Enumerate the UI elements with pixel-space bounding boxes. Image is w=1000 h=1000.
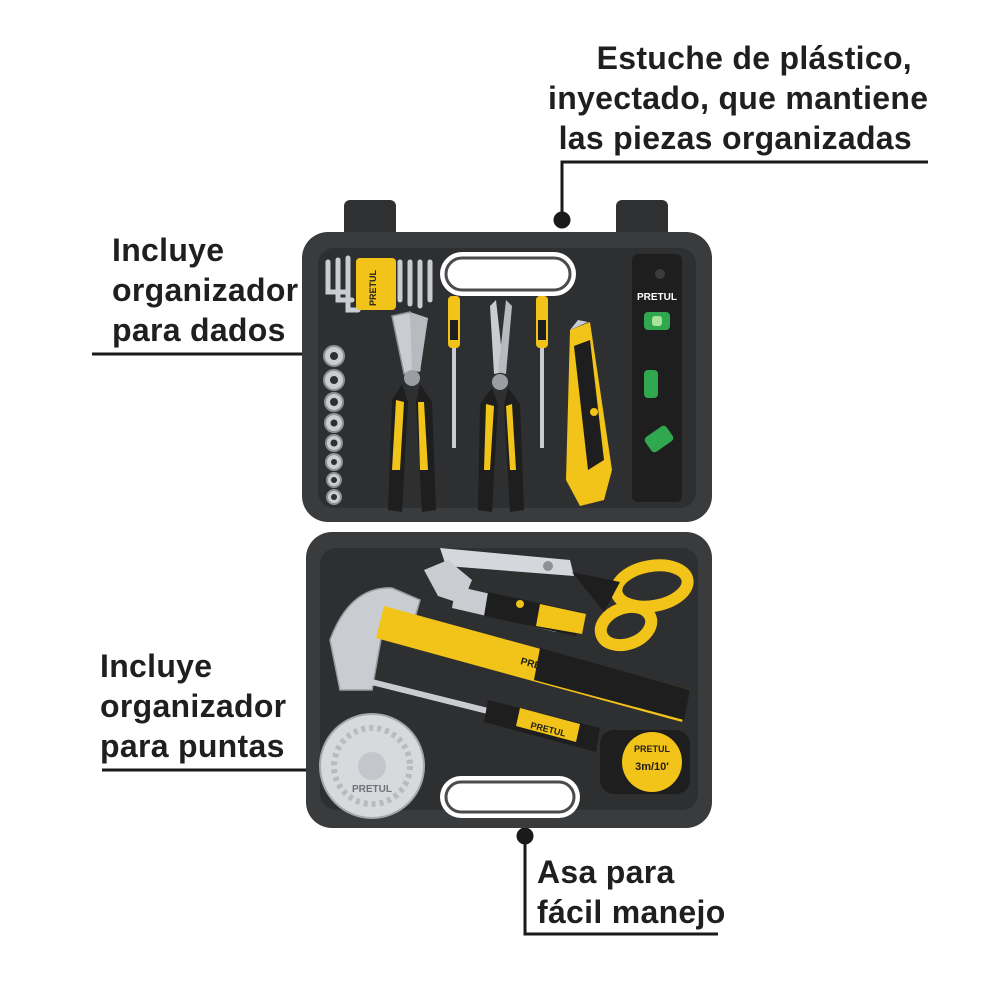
tape-size-label: 3m/10' [635,761,669,773]
callout-bit-organizer: Incluye organizador para puntas [100,646,286,766]
leader-dot-handle [516,827,534,845]
callout-line: Estuche de plástico, [596,40,912,76]
scissors [440,548,694,652]
utility-knife [566,320,612,506]
handle-opening-top [440,252,576,296]
adjustable-wrench [424,560,586,636]
callout-line: Incluye [112,232,225,268]
precision-screwdrivers [448,296,548,448]
handle-opening-bottom [440,776,580,818]
level-brand: PRETUL [637,292,677,303]
bit-organizer-disc: PRETUL [319,713,425,819]
hinge-tab-left [344,200,396,242]
leader-dot-case [553,211,571,229]
leader-line-handle [523,838,718,936]
hinge-tab-right [616,200,668,242]
callout-line: las piezas organizadas [558,120,912,156]
slip-joint-pliers [388,311,436,512]
claw-hammer: PRETUL [329,587,690,722]
bit-disc-brand: PRETUL [352,784,392,795]
screwdriver: PRETUL [358,676,600,752]
callout-line: organizador [112,272,299,308]
callout-line: organizador [100,688,287,724]
torpedo-level: PRETUL [632,254,682,502]
svg-text:PRETUL: PRETUL [368,269,378,306]
tape-brand: PRETUL [634,744,671,754]
callout-carry-handle: Asa para fácil manejo [537,852,726,932]
case-base: PRETUL PRETUL PRETUL PRETUL 3m/10' [306,532,712,828]
leader-line-case [560,160,928,218]
socket-set [323,345,345,505]
callout-line: inyectado, que mantiene [548,80,929,116]
hex-key-set [325,255,433,313]
hex-key-holder [356,258,396,310]
callout-line: para dados [112,312,286,348]
callout-line: fácil manejo [537,894,726,930]
needle-nose-pliers [478,300,524,512]
callout-socket-organizer: Incluye organizador para dados [112,230,298,350]
callout-line: Incluye [100,648,213,684]
case-lid: PRETUL [302,200,712,522]
callout-plastic-case: Estuche de plástico, inyectado, que mant… [548,38,929,158]
tape-measure: PRETUL 3m/10' [600,730,690,794]
callout-line: Asa para [537,854,675,890]
callout-line: para puntas [100,728,285,764]
